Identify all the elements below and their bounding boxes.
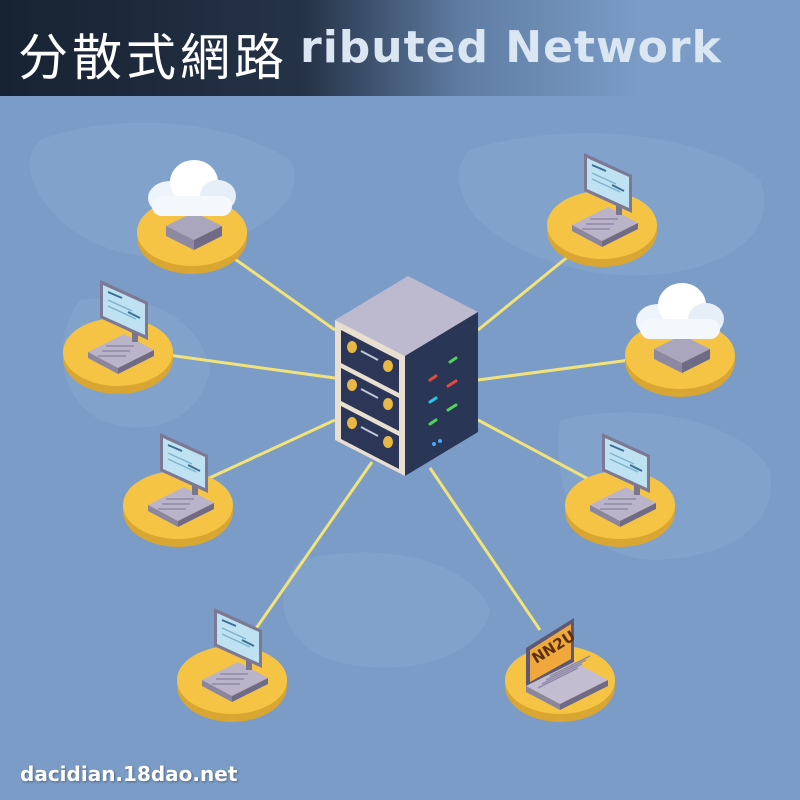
cloud-icon — [148, 160, 236, 250]
monitor-icon — [148, 433, 214, 527]
network-nodes: NN2U — [63, 153, 735, 722]
server-slot — [341, 330, 399, 393]
monitor-icon — [88, 280, 154, 374]
link-monitor-mid-right — [477, 418, 591, 482]
network-links — [167, 250, 631, 641]
server-top — [335, 276, 478, 356]
node-laptop-bottom-right: NN2U — [505, 618, 615, 722]
monitor-icon — [202, 608, 268, 702]
monitor-icon — [590, 433, 656, 527]
node-monitor-mid-right — [565, 433, 675, 547]
monitor-icon — [572, 153, 638, 247]
server-rack-icon — [335, 276, 480, 476]
cloud-icon — [636, 283, 724, 373]
node-cloud-top-left — [137, 160, 247, 274]
node-monitor-top-right — [547, 153, 657, 267]
link-cloud-right — [477, 358, 631, 382]
node-monitor-bottom-left — [177, 608, 287, 722]
server-slot — [341, 406, 399, 469]
link-monitor-left — [167, 353, 336, 380]
node-monitor-mid-left — [123, 433, 233, 547]
server-slot — [341, 368, 399, 431]
watermark: dacidian.18dao.net — [20, 762, 238, 786]
node-cloud-right — [625, 283, 735, 397]
cloud-shape — [148, 160, 236, 216]
link-laptop-bottom-right — [428, 467, 542, 631]
title-banner — [0, 0, 800, 96]
link-monitor-top-right — [477, 253, 571, 332]
server-status-lights — [428, 356, 458, 446]
server-side — [405, 312, 478, 476]
link-cloud-top-left — [224, 250, 336, 332]
link-monitor-bottom-left — [246, 461, 374, 641]
node-monitor-left — [63, 280, 173, 394]
link-monitor-mid-left — [204, 418, 336, 482]
page-title: 分散式網路 — [18, 29, 288, 87]
cloud-shape — [636, 283, 724, 339]
background-title: ributed Network — [300, 22, 722, 73]
